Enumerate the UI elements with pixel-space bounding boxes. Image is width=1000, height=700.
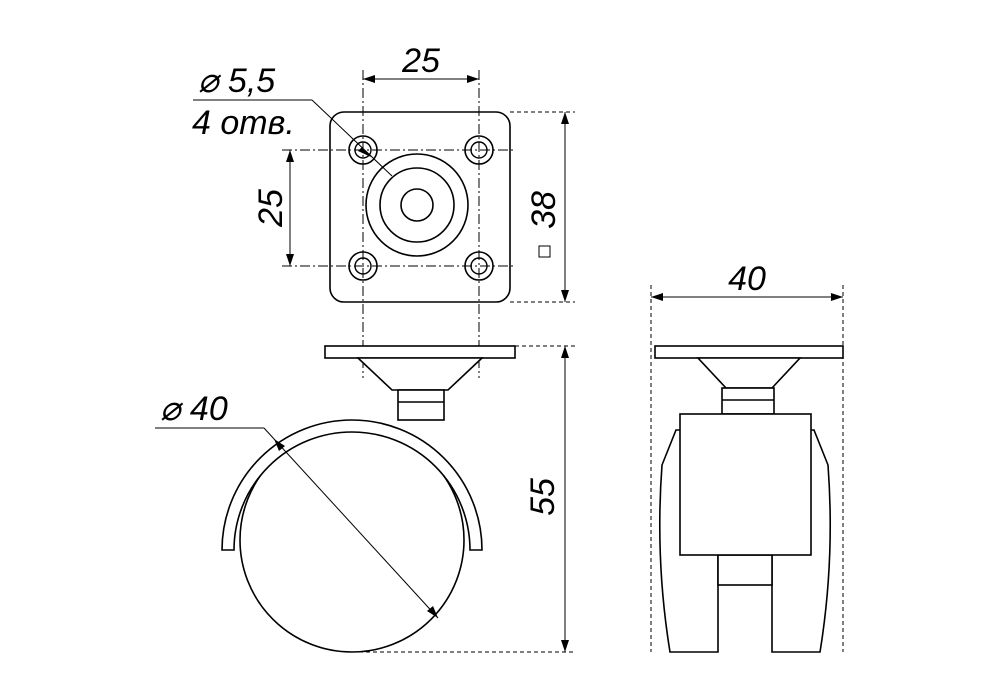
- dim-arrow: [561, 112, 569, 124]
- swivel-cone-side: [696, 357, 802, 389]
- dim-label-hole-diameter: ⌀ 5,5: [198, 62, 275, 100]
- dim-label-wheel-diameter: ⌀ 40: [160, 390, 228, 428]
- dim-arrow: [286, 150, 294, 162]
- dim-arrow: [561, 640, 569, 652]
- swivel-stem-side: [721, 387, 775, 415]
- dim-line-wheel-diameter: [263, 427, 439, 619]
- dim-label-hole-pitch-vertical: 25: [252, 189, 290, 228]
- dim-arrow: [427, 606, 438, 618]
- dim-arrow: [358, 147, 371, 157]
- dim-label-total-width: 40: [728, 260, 766, 298]
- dim-arrow: [274, 439, 285, 451]
- dim-arrow: [363, 75, 375, 83]
- swivel-stem-front: [397, 389, 445, 421]
- dim-arrow: [651, 293, 663, 301]
- square-symbol: [538, 245, 551, 258]
- dim-arrow: [286, 254, 294, 266]
- dim-label-hole-pitch-horizontal: 25: [401, 42, 440, 80]
- dim-arrow: [831, 293, 843, 301]
- dim-label-total-height: 55: [524, 478, 562, 516]
- fork-housing: [679, 413, 812, 556]
- stem-bore: [400, 188, 434, 222]
- dim-arrow: [467, 75, 479, 83]
- dim-arrow: [561, 346, 569, 358]
- dim-arrow: [561, 290, 569, 302]
- caster-side-view: 40: [650, 260, 844, 653]
- swivel-cone-front: [355, 357, 485, 391]
- dim-label-plate-size: 38: [525, 191, 563, 229]
- top-plate-side: [654, 345, 844, 359]
- caster-front-view: ⌀ 40 55: [155, 345, 575, 653]
- dim-label-hole-count: 4 отв.: [192, 104, 295, 142]
- mounting-plate-top-view: 25 25 38 ⌀ 5,5 4 отв.: [192, 42, 575, 378]
- wheel-hood: [221, 419, 483, 551]
- leader-hole-diameter: [311, 99, 393, 177]
- axle-gap: [717, 554, 773, 586]
- top-plate-front: [324, 345, 516, 359]
